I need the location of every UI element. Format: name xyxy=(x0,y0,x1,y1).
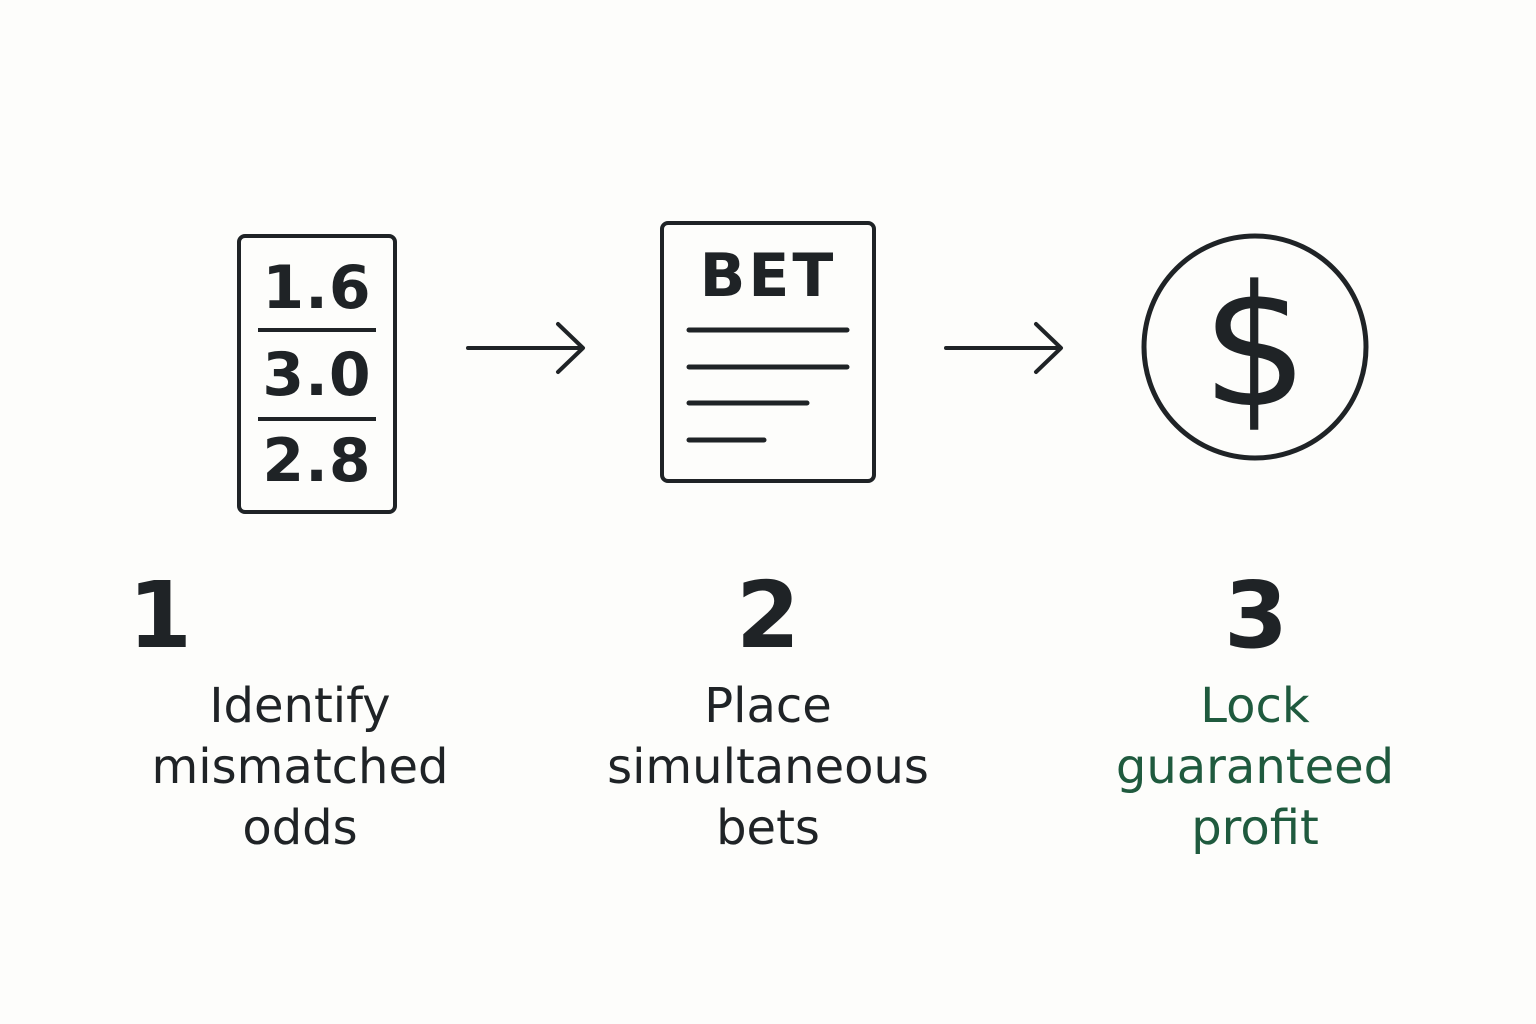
dollar-sign: $ xyxy=(1201,249,1309,445)
step-label-line: Identify xyxy=(209,678,391,734)
bet-slip-icon: BET xyxy=(659,220,877,484)
step-number: 2 xyxy=(735,562,800,669)
step-label-line: odds xyxy=(242,800,358,856)
dollar-icon: $ xyxy=(1140,232,1370,462)
step-label-line: Place xyxy=(704,678,832,734)
coin-circle xyxy=(1141,233,1369,461)
bet-label: BET xyxy=(699,241,837,311)
odds-value: 1.6 xyxy=(262,253,372,323)
arrow-right-icon xyxy=(944,320,1066,376)
odds-card-frame xyxy=(237,234,397,514)
step-label: Identify mismatched odds xyxy=(100,676,500,859)
step-label-line: bets xyxy=(716,800,820,856)
step-label-line: Lock xyxy=(1200,678,1310,734)
step-number: 1 xyxy=(127,562,192,669)
step-label-line: mismatched xyxy=(151,739,449,795)
step-label-line: simultaneous xyxy=(607,739,929,795)
odds-value: 3.0 xyxy=(262,340,372,410)
step-label-line: profit xyxy=(1191,800,1319,856)
step-label-line: guaranteed xyxy=(1115,739,1395,795)
bet-slip-frame xyxy=(660,221,876,483)
odds-card-icon: 1.6 3.0 2.8 xyxy=(236,233,398,515)
step-number: 3 xyxy=(1223,562,1288,669)
step-label: Lock guaranteed profit xyxy=(1055,676,1455,859)
arrow-right-icon xyxy=(466,320,588,376)
odds-value: 2.8 xyxy=(262,426,372,496)
step-label: Place simultaneous bets xyxy=(568,676,968,859)
